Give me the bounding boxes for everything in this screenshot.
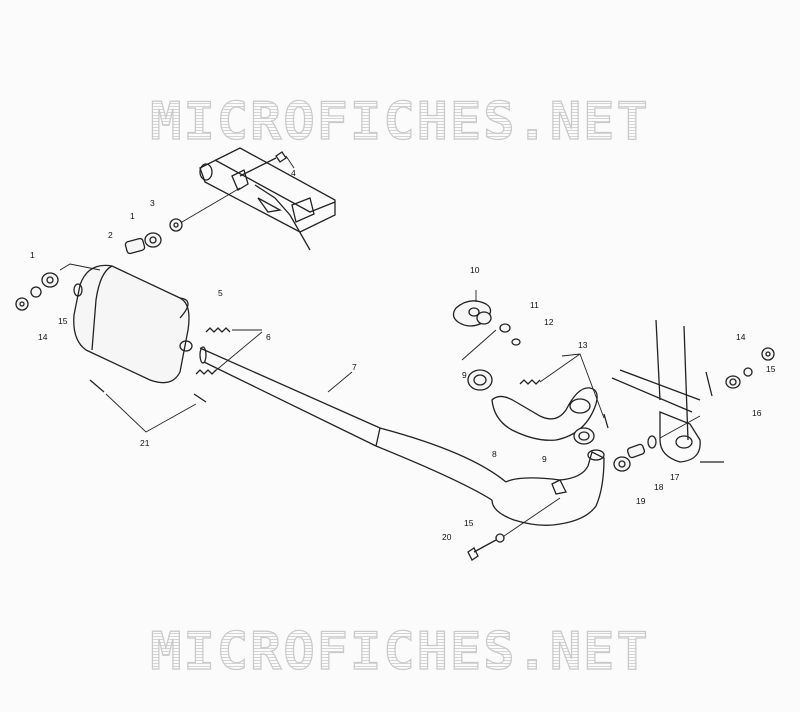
callout-14: 14 [38, 332, 48, 342]
callout-9: 9 [542, 454, 547, 464]
callout-19: 19 [636, 496, 646, 506]
bolts-21 [89, 379, 207, 433]
callout-14: 14 [736, 332, 746, 342]
callout-5: 5 [218, 288, 223, 298]
flange-10 [452, 290, 521, 361]
gaskets-9 [467, 369, 595, 445]
headpipe-upper [491, 353, 609, 441]
callout-1: 1 [30, 250, 35, 260]
frame-bracket-top [199, 147, 336, 251]
callout-labels: 4 3 1 2 1 5 15 14 6 7 21 10 11 12 13 9 8… [30, 168, 776, 542]
fasteners-right [613, 347, 775, 472]
callout-8: 8 [492, 449, 497, 459]
muffler [59, 263, 193, 384]
callout-21: 21 [140, 438, 150, 448]
callout-18: 18 [654, 482, 664, 492]
fasteners-left [15, 272, 59, 311]
callout-7: 7 [352, 362, 357, 372]
callout-1: 1 [130, 211, 135, 221]
callout-15: 15 [58, 316, 68, 326]
watermark-top: MICROFICHES.NET [0, 91, 800, 152]
bolt-20 [467, 497, 561, 561]
callout-2: 2 [108, 230, 113, 240]
springs-6 [195, 327, 263, 375]
callout-16: 16 [752, 408, 762, 418]
frame-bracket-right [611, 319, 724, 463]
watermark-bottom: MICROFICHES.NET [0, 621, 800, 682]
bolt-4 [239, 151, 295, 177]
callout-11: 11 [530, 300, 539, 310]
callout-20: 20 [442, 532, 452, 542]
callout-15: 15 [766, 364, 776, 374]
callout-13: 13 [578, 340, 588, 350]
callout-9: 9 [462, 370, 467, 380]
callout-6: 6 [266, 332, 271, 342]
callout-12: 12 [544, 317, 554, 327]
callout-4: 4 [291, 168, 296, 178]
spacer-stack-top [124, 187, 241, 255]
callout-10: 10 [470, 265, 480, 275]
tailpipe-7 [199, 346, 507, 501]
callout-17: 17 [670, 472, 680, 482]
callout-15: 15 [464, 518, 474, 528]
callout-3: 3 [150, 198, 155, 208]
headpipe-lower [491, 449, 605, 526]
